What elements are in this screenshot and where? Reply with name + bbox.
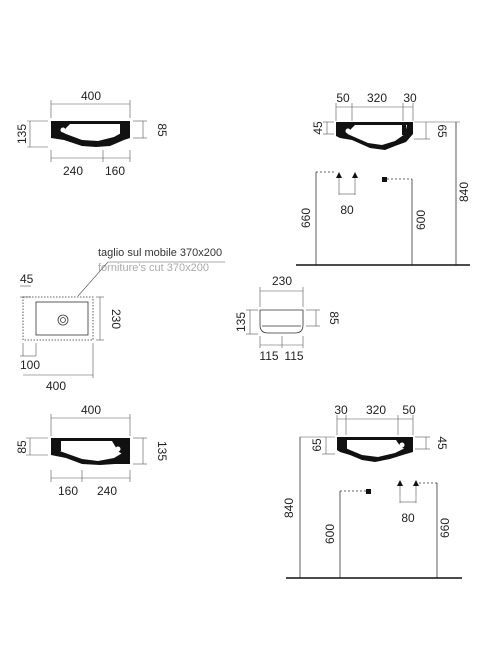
svg-text:30: 30 [334,403,348,417]
svg-text:230: 230 [272,274,292,288]
svg-text:30: 30 [403,91,417,105]
svg-text:50: 50 [402,403,416,417]
svg-text:600: 600 [414,210,428,230]
dim-left: 240 [63,164,83,178]
svg-text:100: 100 [20,358,40,372]
cut-note-en: forniture's cut 370x200 [98,262,209,274]
svg-text:45: 45 [435,436,449,450]
svg-text:840: 840 [457,182,471,202]
svg-text:400: 400 [46,379,66,393]
svg-text:85: 85 [327,311,341,325]
front-view-left-tap: 400 85 135 160 240 [15,403,169,498]
svg-text:115: 115 [259,349,278,363]
svg-text:45: 45 [20,272,34,286]
svg-text:240: 240 [97,484,117,498]
svg-text:80: 80 [340,203,354,217]
svg-text:230: 230 [109,309,123,329]
installation-view-left: 30 320 50 65 45 840 600 80 660 [282,403,462,579]
installation-view-right: 50 320 30 45 65 840 80 660 [296,91,471,266]
svg-text:840: 840 [282,498,296,518]
svg-text:65: 65 [310,438,324,452]
svg-text:85: 85 [15,440,29,454]
svg-text:80: 80 [401,511,415,525]
svg-text:135: 135 [155,441,169,461]
dim-depth: 85 [155,123,169,137]
svg-text:400: 400 [81,403,101,417]
svg-text:50: 50 [336,91,350,105]
svg-text:45: 45 [311,121,325,135]
side-view: 230 135 85 115 115 [234,274,341,363]
svg-text:320: 320 [367,91,387,105]
svg-text:160: 160 [58,484,78,498]
svg-text:65: 65 [435,124,449,138]
dim-height: 135 [15,124,29,144]
svg-text:135: 135 [234,312,248,332]
plan-view: taglio sul mobile 370x200 forniture's cu… [20,247,225,393]
front-view-right-tap: 400 135 85 240 160 [15,89,169,178]
svg-text:115: 115 [284,349,303,363]
svg-text:660: 660 [438,518,452,538]
dim-width: 400 [81,89,101,103]
svg-text:320: 320 [366,403,386,417]
dim-right: 160 [105,164,125,178]
svg-text:600: 600 [323,524,337,544]
cut-note: taglio sul mobile 370x200 [98,247,222,259]
svg-text:660: 660 [299,208,313,228]
